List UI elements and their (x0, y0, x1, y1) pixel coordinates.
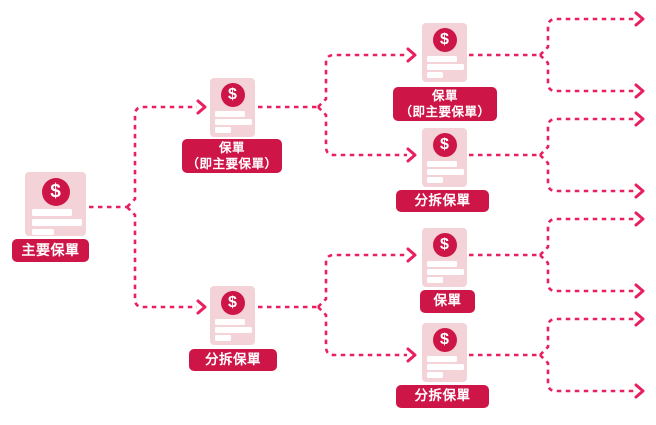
arrowhead-icons (196, 11, 645, 399)
text-line-bar (32, 229, 54, 235)
mid-bottom-policy-label: 分拆保單 (189, 349, 277, 371)
text-line-bar (427, 277, 443, 283)
badge-text: 保單 (218, 140, 245, 155)
text-line-bar (427, 269, 464, 275)
dollar-glyph: $ (440, 31, 449, 48)
badge-text: 主要保單 (21, 242, 80, 259)
text-line-bar (215, 319, 245, 325)
arrow-icon (634, 183, 645, 199)
right-policy-label-1: 保單 （即主要保單） (393, 87, 497, 121)
text-line-bar (427, 364, 464, 370)
arrow-icon (196, 299, 207, 315)
arrow-icon (634, 211, 645, 227)
dollar-glyph: $ (228, 294, 237, 311)
branch-from-mid-top-policy (258, 53, 407, 157)
badge-text: 保單 (431, 88, 458, 103)
right-policy-label-2: 分拆保單 (396, 190, 489, 212)
mid-top-policy-label: 保單 （即主要保單） (182, 139, 282, 173)
text-line-bar (32, 219, 82, 226)
badge-text: （即主要保單） (186, 157, 278, 171)
dollar-glyph: $ (440, 136, 449, 153)
badge-text: 分拆保單 (205, 351, 261, 367)
text-line-bar (215, 327, 252, 333)
dollar-glyph: $ (440, 236, 449, 253)
branch-from-right-doc-3 (469, 217, 635, 293)
arrow-icon (196, 99, 207, 115)
arrow-icon (634, 311, 645, 327)
text-line-bar (427, 161, 457, 167)
dollar-glyph: $ (228, 86, 237, 103)
arrow-icon (406, 47, 417, 63)
text-line-bar (215, 127, 231, 133)
dollar-icon: $ (220, 291, 245, 315)
text-line-bar (427, 64, 464, 70)
dollar-glyph: $ (440, 331, 449, 348)
arrow-icon (406, 147, 417, 163)
badge-text: 分拆保單 (414, 388, 471, 404)
dollar-icon: $ (432, 28, 457, 52)
text-line-bar (215, 119, 252, 125)
text-line-bar (427, 177, 443, 183)
dollar-icon: $ (432, 233, 457, 257)
right-policy-document-1: $ (422, 23, 467, 82)
mid-top-policy-document: $ (210, 78, 255, 137)
branch-from-right-doc-2 (469, 117, 635, 193)
arrow-icon (406, 247, 417, 263)
dollar-icon: $ (41, 178, 70, 206)
main-policy-document: $ (25, 172, 86, 236)
right-policy-document-3: $ (422, 228, 467, 287)
branch-from-main-policy (89, 105, 197, 309)
badge-text: 保單 (433, 293, 462, 309)
right-policy-label-3: 保單 (420, 290, 475, 313)
text-line-bar (427, 56, 457, 62)
text-line-bar (427, 261, 457, 267)
branch-from-mid-bottom-policy (258, 253, 407, 357)
branch-from-right-doc-4 (469, 317, 635, 393)
dollar-icon: $ (432, 328, 457, 352)
text-line-bar (427, 72, 443, 78)
badge-text: 分拆保單 (414, 192, 471, 208)
dollar-glyph: $ (50, 181, 61, 202)
arrow-icon (634, 283, 645, 299)
text-line-bar (32, 209, 72, 216)
text-line-bar (427, 169, 464, 175)
branch-from-right-doc-1 (469, 17, 635, 93)
main-policy-label: 主要保單 (12, 239, 89, 262)
text-line-bar (215, 111, 245, 117)
text-line-bar (427, 356, 457, 362)
right-policy-label-4: 分拆保單 (396, 385, 489, 408)
right-policy-document-4: $ (422, 323, 467, 382)
arrow-icon (634, 11, 645, 27)
text-line-bar (215, 335, 231, 341)
dollar-icon: $ (220, 83, 245, 107)
badge-text: （即主要保單） (399, 105, 491, 119)
text-line-bar (427, 372, 443, 378)
mid-bottom-policy-document: $ (210, 286, 255, 345)
arrow-icon (634, 383, 645, 399)
arrow-icon (634, 83, 645, 99)
right-policy-document-2: $ (422, 128, 467, 187)
arrow-icon (634, 111, 645, 127)
arrow-icon (406, 347, 417, 363)
dollar-icon: $ (432, 133, 457, 157)
